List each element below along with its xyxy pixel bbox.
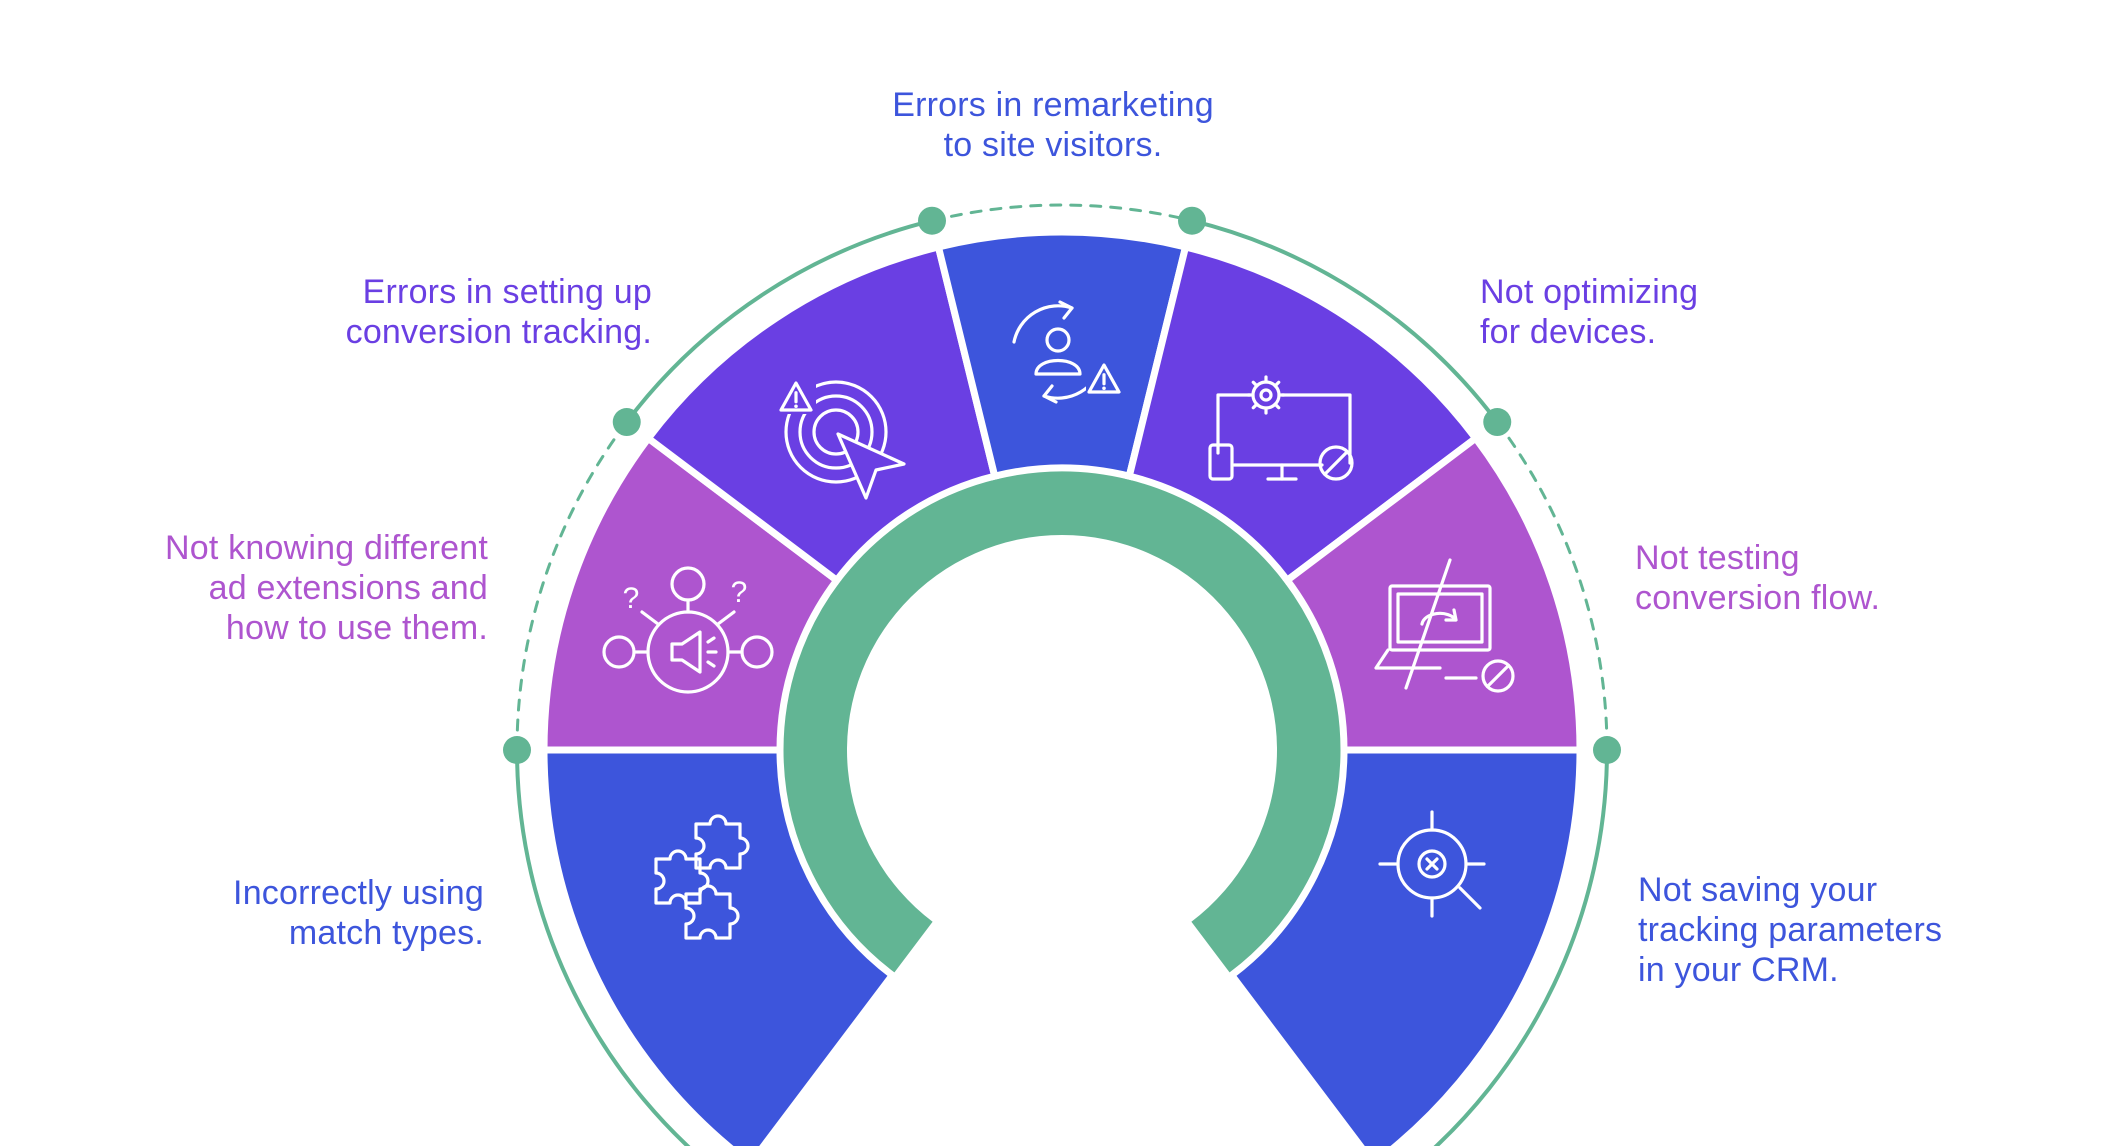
arc-node: [503, 736, 531, 764]
target-cursor-warning-icon: [779, 380, 906, 500]
label-line: Not saving your: [1638, 871, 1878, 909]
label-line: ad extensions and: [208, 569, 488, 607]
crosshair-search-icon: [1378, 810, 1486, 918]
user-refresh-warning-icon: [1012, 300, 1126, 404]
label-remarketing: Errors in remarketing to site visitors.: [853, 85, 1253, 165]
megaphone-network-icon: ??: [602, 566, 774, 694]
label-line: Incorrectly using: [233, 874, 484, 912]
svg-text:?: ?: [623, 582, 640, 615]
label-line: Errors in setting up: [362, 273, 652, 311]
label-match-types: Incorrectly using match types.: [233, 873, 484, 953]
outer-arc-layer: [515, 203, 1609, 1146]
arc-node-layer: [503, 206, 1621, 764]
outer-arc-dashed: [1495, 420, 1609, 752]
label-tracking-parameters: Not saving your tracking parameters in y…: [1638, 870, 1942, 990]
outer-arc-dashed: [515, 420, 629, 752]
svg-text:?: ?: [731, 576, 748, 609]
label-ad-extensions: Not knowing different ad extensions and …: [165, 528, 488, 648]
label-line: to site visitors.: [943, 126, 1163, 164]
arc-node: [1483, 408, 1512, 437]
laptop-blocked-icon: [1374, 558, 1515, 693]
icon-layer: ??: [602, 300, 1515, 940]
arc-node: [917, 206, 946, 235]
arc-node: [1178, 206, 1207, 235]
label-line: Not optimizing: [1480, 273, 1699, 311]
outer-arc-dashed: [930, 203, 1194, 223]
outer-arc-solid: [1190, 218, 1500, 425]
devices-gear-icon: [1208, 375, 1354, 481]
label-line: tracking parameters: [1638, 911, 1943, 949]
puzzle-icon: [654, 814, 750, 940]
outer-arc-solid: [515, 748, 691, 1146]
label-line: Not testing: [1635, 539, 1800, 577]
arc-node: [612, 408, 641, 437]
label-line: for devices.: [1480, 313, 1657, 351]
segment-tracking-parameters: [1226, 746, 1584, 1146]
label-conversion-tracking: Errors in setting up conversion tracking…: [346, 272, 652, 352]
label-line: Not knowing different: [165, 529, 488, 567]
label-devices: Not optimizing for devices.: [1480, 272, 1698, 352]
label-line: conversion flow.: [1635, 579, 1881, 617]
label-conversion-flow: Not testing conversion flow.: [1635, 538, 1880, 618]
label-line: how to use them.: [225, 609, 488, 647]
outer-arc-solid: [624, 218, 934, 425]
label-line: in your CRM.: [1638, 951, 1839, 989]
label-line: conversion tracking.: [345, 313, 652, 351]
arc-node: [1593, 736, 1621, 764]
segment-devices: [1125, 242, 1481, 586]
segment-match-types: [540, 746, 898, 1146]
label-line: match types.: [288, 914, 484, 952]
outer-arc-solid: [1433, 748, 1609, 1146]
label-line: Errors in remarketing: [892, 86, 1214, 124]
